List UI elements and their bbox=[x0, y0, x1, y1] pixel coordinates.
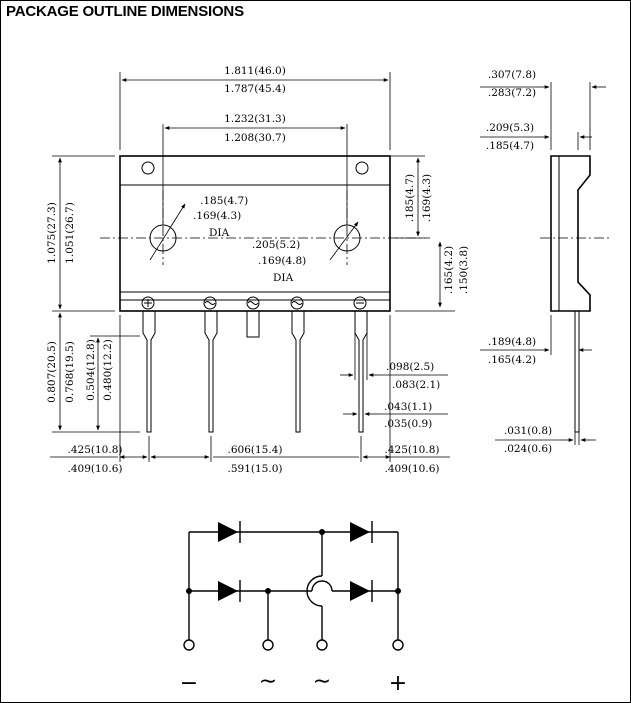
right-edge-min: .409(10.6) bbox=[385, 463, 440, 475]
side-lead-thick-max: .031(0.8) bbox=[504, 425, 552, 437]
hole-center-min: .150(3.8) bbox=[458, 246, 470, 294]
right-hole-dia-max: .205(5.2) bbox=[252, 239, 300, 251]
hole-offset-min: .169(4.3) bbox=[421, 174, 433, 222]
diode-icon bbox=[350, 580, 373, 602]
lead-width-min: .083(2.1) bbox=[392, 379, 440, 391]
diode-icon bbox=[218, 580, 241, 602]
leads bbox=[142, 310, 368, 433]
side-body bbox=[550, 155, 591, 312]
total-height-min: 0.768(19.5) bbox=[64, 341, 76, 403]
pin-label-plus: + bbox=[389, 671, 407, 696]
side-view: .307(7.8) .283(7.2) .209(5.3) .185(4.7) … bbox=[480, 69, 610, 455]
lead-thick-max: .043(1.1) bbox=[384, 401, 432, 413]
overall-width-min: 1.787(45.4) bbox=[224, 83, 286, 95]
pin-plus-icon bbox=[353, 296, 367, 310]
hole-pitch-min: 1.208(30.7) bbox=[224, 132, 286, 144]
diode-icon bbox=[218, 521, 241, 543]
diode-icon bbox=[350, 521, 373, 543]
body-height-min: 1.051(26.7) bbox=[64, 202, 76, 264]
pin-ac-icon bbox=[290, 296, 304, 310]
side-step-max: .209(5.3) bbox=[486, 122, 534, 134]
bridge-rectifier-schematic: − ∼ ∼ + bbox=[180, 521, 407, 696]
corner-hole-right bbox=[355, 161, 369, 175]
right-hole-dia-label: DIA bbox=[273, 272, 294, 284]
hole-dia-max: .185(4.7) bbox=[200, 195, 248, 207]
side-lead-offset-min: .165(4.2) bbox=[488, 354, 536, 366]
corner-hole-left bbox=[141, 161, 155, 175]
body-height-max: 1.075(27.3) bbox=[46, 202, 58, 264]
pin-label-ac2: ∼ bbox=[313, 669, 331, 694]
pin-minus-icon bbox=[141, 296, 155, 310]
side-thick-min: .283(7.2) bbox=[488, 87, 536, 99]
lead-pitch-max: .606(15.4) bbox=[228, 444, 283, 456]
lead-length-min: 0.480(12.2) bbox=[102, 339, 114, 401]
left-edge-max: .425(10.8) bbox=[68, 444, 123, 456]
hole-pitch-max: 1.232(31.3) bbox=[224, 113, 286, 125]
side-step-min: .185(4.7) bbox=[486, 140, 534, 152]
left-edge-min: .409(10.6) bbox=[68, 463, 123, 475]
total-height-max: 0.807(20.5) bbox=[46, 341, 58, 403]
front-view: 1.811(46.0) 1.787(45.4) 1.232(31.3) 1.20… bbox=[46, 65, 470, 475]
hole-center-max: .165(4.2) bbox=[443, 246, 455, 294]
pin-ac-icon bbox=[246, 296, 260, 310]
pin-label-ac1: ∼ bbox=[259, 669, 277, 694]
pin-ac-icon bbox=[203, 296, 217, 310]
pin-label-minus: − bbox=[180, 671, 198, 696]
side-lead-offset-max: .189(4.8) bbox=[488, 336, 536, 348]
side-lead bbox=[574, 310, 580, 433]
hole-dia-min: .169(4.3) bbox=[193, 210, 241, 222]
lead-thick-min: .035(0.9) bbox=[384, 418, 432, 430]
hole-offset-max: .185(4.7) bbox=[404, 174, 416, 222]
overall-width-max: 1.811(46.0) bbox=[224, 65, 286, 77]
lead-width-max: .098(2.5) bbox=[386, 361, 434, 373]
side-lead-thick-min: .024(0.6) bbox=[504, 443, 552, 455]
side-thick-max: .307(7.8) bbox=[488, 69, 536, 81]
hole-dia-label: DIA bbox=[209, 227, 230, 239]
right-hole-dia-min: .169(4.8) bbox=[258, 255, 306, 267]
lead-length-max: 0.504(12.8) bbox=[85, 339, 97, 401]
right-edge-max: .425(10.8) bbox=[385, 444, 440, 456]
lead-pitch-min: .591(15.0) bbox=[228, 463, 283, 475]
page-title: PACKAGE OUTLINE DIMENSIONS bbox=[6, 3, 244, 20]
